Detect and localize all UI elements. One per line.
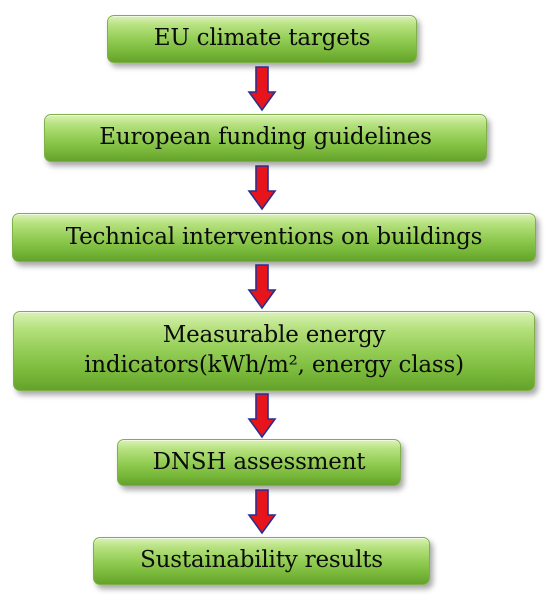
step-label: Technical interventions on buildings [65,223,483,250]
step-measurable-energy-indicators: Measurable energy indicators(kWh/m², ene… [13,311,535,391]
step-label: Sustainability results [140,547,383,574]
step-eu-climate-targets: EU climate targets [107,15,417,63]
step-label-line-1: Measurable energy [162,322,386,349]
step-european-funding-guidelines: European funding guidelines [44,114,487,162]
arrow-down-icon [247,489,277,535]
step-technical-interventions: Technical interventions on buildings [12,213,536,262]
arrow-down-icon [247,165,277,211]
step-label: EU climate targets [153,25,371,52]
step-label: DNSH assessment [152,448,366,475]
arrow-down-icon [247,66,277,112]
step-dnsh-assessment: DNSH assessment [117,439,401,486]
step-sustainability-results: Sustainability results [93,537,430,585]
step-label: European funding guidelines [99,124,432,151]
step-label-line-2: indicators(kWh/m², energy class) [84,352,464,378]
arrow-down-icon [247,393,277,439]
arrow-down-icon [247,264,277,310]
